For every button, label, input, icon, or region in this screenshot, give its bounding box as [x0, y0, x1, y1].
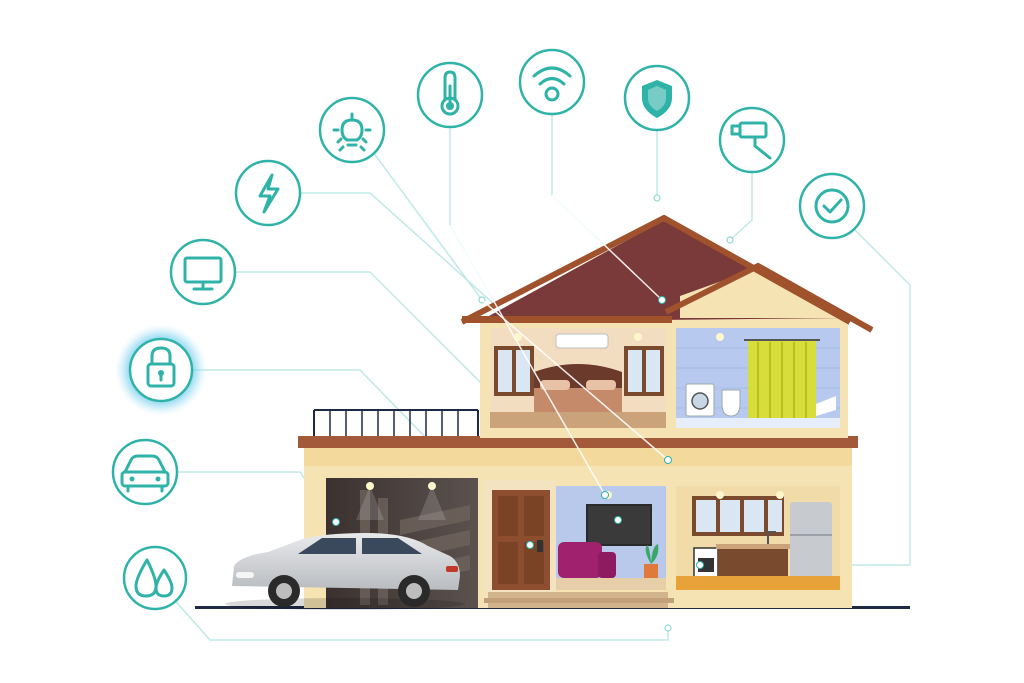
lightning-icon	[234, 159, 302, 227]
house	[195, 214, 910, 609]
padlock-icon	[115, 324, 207, 416]
car-icon	[111, 438, 179, 506]
balcony-railing	[313, 409, 479, 436]
light-bulb-icon	[318, 96, 386, 164]
air-conditioner	[555, 333, 609, 349]
checkmark-icon	[798, 172, 866, 240]
connector-lines	[154, 112, 911, 641]
floor-slab	[298, 436, 858, 448]
monitor-icon	[169, 238, 237, 306]
refrigerator	[790, 502, 832, 578]
toilet	[721, 389, 741, 417]
wifi-icon	[518, 48, 586, 116]
cctv-camera-icon	[718, 106, 786, 174]
roof-trim-right	[664, 262, 874, 333]
car	[225, 533, 465, 610]
armchair	[558, 542, 602, 578]
connector-nodes	[332, 194, 704, 569]
water-drops-icon	[122, 545, 188, 611]
thermometer-icon	[416, 61, 484, 129]
roof-trim-left	[460, 214, 852, 325]
shield-icon	[623, 64, 691, 132]
